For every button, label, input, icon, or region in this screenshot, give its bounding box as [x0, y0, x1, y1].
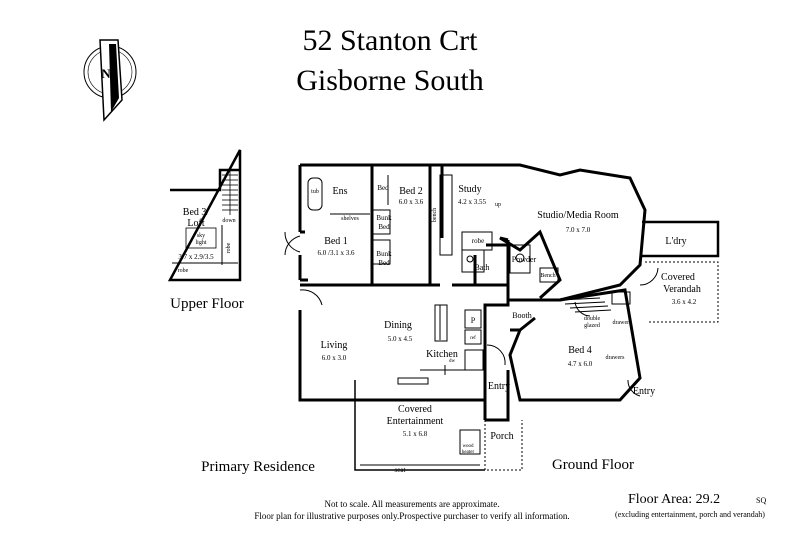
study-size: 4.2 x 3.55: [458, 198, 487, 206]
bed3-size: 3.7 x 2.9/3.5: [178, 253, 214, 261]
verandah-label-2: Verandah: [663, 284, 701, 295]
skylight-label-1: sky: [197, 233, 205, 239]
robe-upper-label-2: robe: [226, 242, 232, 253]
tub-label: tub: [311, 189, 319, 195]
bunk-bed-2-label: Bunk: [376, 250, 392, 258]
studio-label: Studio/Media Room: [537, 210, 619, 221]
bed4-label: Bed 4: [568, 345, 592, 356]
disclaimer-line-1: Not to scale. All measurements are appro…: [325, 499, 500, 509]
drawers-label-1: drawers: [613, 320, 633, 326]
bed2-size: 6.0 x 3.6: [399, 198, 424, 206]
entry-side-label: Entry: [633, 386, 655, 397]
study-label: Study: [458, 184, 481, 195]
title-line-1: 52 Stanton Crt: [302, 24, 478, 57]
bath-label: Bath: [474, 263, 489, 272]
bed3-label-2: Loft: [187, 218, 204, 229]
verandah-size: 3.6 x 4.2: [672, 298, 697, 306]
floor-area-note: (excluding entertainment, porch and vera…: [615, 510, 765, 519]
dining-label: Dining: [384, 320, 412, 331]
title-line-2: Gisborne South: [296, 64, 484, 97]
bunk-bed-1-label: Bunk: [376, 214, 392, 222]
ground-floor-label: Ground Floor: [552, 457, 634, 473]
pantry-label: P: [471, 316, 476, 325]
bed4-size: 4.7 x 6.0: [568, 360, 593, 368]
bunk-bed-1-label-2: Bed: [378, 223, 390, 231]
entry-main-label: Entry: [488, 381, 510, 392]
covered-entertainment-size: 5.1 x 6.8: [403, 430, 428, 438]
double-glazed-label-2: glazed: [584, 323, 600, 329]
living-size: 6.0 x 3.0: [322, 354, 347, 362]
floor-area-unit: SQ: [756, 496, 766, 505]
ensuite-label: Ens: [333, 186, 348, 197]
upper-floor-plan: [167, 149, 242, 282]
laundry-label: L'dry: [665, 236, 686, 247]
wood-heater-label-2: heater: [462, 450, 475, 455]
wood-heater-label-1: wood: [462, 444, 474, 449]
dishwasher-label: dw: [449, 359, 456, 364]
upper-floor-label: Upper Floor: [170, 296, 244, 312]
bench-vertical-label: bench: [432, 208, 438, 222]
robe-bath-label: robe: [472, 237, 484, 245]
compass-north-label: N: [101, 66, 111, 81]
drawers-label-2: drawers: [606, 355, 626, 361]
bed3-label-1: Bed 3/: [183, 207, 210, 218]
porch-label: Porch: [490, 431, 513, 442]
up-label: up: [495, 202, 501, 208]
verandah-label-1: Covered: [661, 272, 695, 283]
fridge-label: ref: [470, 336, 476, 341]
dining-size: 5.0 x 4.5: [388, 335, 413, 343]
bed2-label: Bed 2: [399, 186, 423, 197]
covered-entertainment-label-2: Entertainment: [387, 416, 444, 427]
covered-entertainment-label-1: Covered: [398, 404, 432, 415]
kitchen-label: Kitchen: [426, 349, 458, 360]
bench-small-label: Bench: [540, 273, 555, 279]
double-glazed-label-1: double: [584, 316, 601, 322]
living-label: Living: [321, 340, 348, 351]
shelves-label: shelves: [341, 216, 359, 222]
bed1-label: Bed 1: [324, 236, 348, 247]
studio-size: 7.0 x 7.0: [566, 226, 591, 234]
compass-icon: N: [83, 39, 137, 122]
powder-label: Powder: [512, 255, 537, 264]
down-label: down: [222, 218, 235, 224]
booth-label: Booth: [512, 311, 532, 320]
robe-upper-label: robe: [178, 268, 189, 274]
skylight-label-2: light: [195, 240, 206, 246]
bed-small-label: Bed: [377, 184, 389, 192]
seat-label: seat: [395, 466, 406, 474]
bed1-size: 6.0 /3.1 x 3.6: [318, 249, 355, 257]
floor-area-label: Floor Area: 29.2: [628, 492, 720, 507]
primary-residence-label: Primary Residence: [201, 459, 315, 475]
bunk-bed-2-label-2: Bed: [378, 259, 390, 267]
disclaimer-line-2: Floor plan for illustrative purposes onl…: [254, 511, 569, 521]
